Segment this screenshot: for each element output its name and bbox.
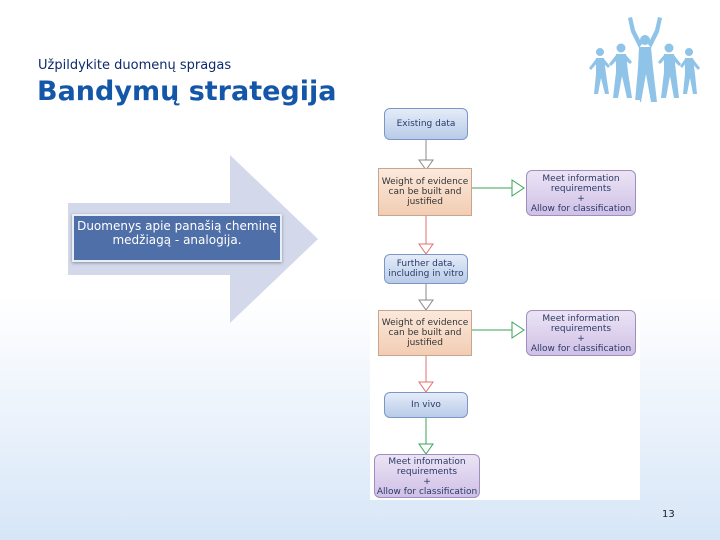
meet3-line4: Allow for classification — [376, 487, 478, 497]
testing-strategy-flowchart: Existing data Weight of evidence can be … — [370, 100, 642, 505]
existing-data-box: Existing data — [384, 108, 468, 140]
existing-data-label: Existing data — [396, 119, 456, 129]
meet2-line3: + — [577, 334, 585, 344]
meet1-line1: Meet information — [542, 174, 620, 184]
in-vivo-box: In vivo — [384, 392, 468, 418]
meet3-line1: Meet information — [388, 457, 466, 467]
woe2-line3: justified — [407, 338, 443, 348]
in-vivo-label: In vivo — [411, 400, 441, 410]
flowchart-connectors — [418, 140, 525, 455]
flowchart-background — [370, 100, 640, 500]
further-data-box: Further data, including in vitro — [384, 254, 468, 284]
meet1-line4: Allow for classification — [530, 204, 632, 214]
woe1-line3: justified — [407, 197, 443, 207]
woe1-line1: Weight of evidence — [381, 177, 469, 187]
woe2-line2: can be built and — [388, 328, 462, 338]
meet-requirements-box-1: Meet information requirements + Allow fo… — [526, 170, 636, 216]
meet1-line3: + — [577, 194, 585, 204]
weight-of-evidence-box-1: Weight of evidence can be built and just… — [378, 168, 472, 216]
page-number: 13 — [662, 509, 675, 520]
runners-logo-icon — [589, 17, 700, 102]
meet1-line2: requirements — [550, 184, 612, 194]
meet-requirements-box-2: Meet information requirements + Allow fo… — [526, 310, 636, 356]
woe2-line1: Weight of evidence — [381, 318, 469, 328]
woe1-line2: can be built and — [388, 187, 462, 197]
meet2-line4: Allow for classification — [530, 344, 632, 354]
meet3-line3: + — [423, 477, 431, 487]
meet-requirements-box-3: Meet information requirements + Allow fo… — [374, 454, 480, 498]
meet2-line1: Meet information — [542, 314, 620, 324]
analogy-callout: Duomenys apie panašią cheminę medžiagą -… — [72, 214, 282, 262]
slide-title: Bandymų strategija — [37, 76, 337, 107]
meet2-line2: requirements — [550, 324, 612, 334]
slide-subtitle: Užpildykite duomenų spragas — [38, 58, 232, 73]
weight-of-evidence-box-2: Weight of evidence can be built and just… — [378, 310, 472, 356]
further-line1: Further data, — [396, 259, 456, 269]
meet3-line2: requirements — [396, 467, 458, 477]
further-line2: including in vitro — [388, 269, 464, 279]
